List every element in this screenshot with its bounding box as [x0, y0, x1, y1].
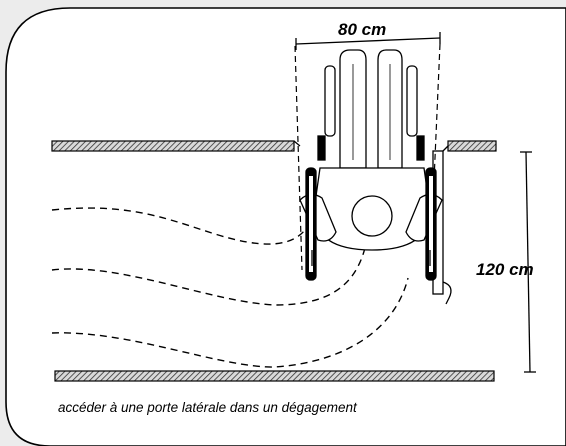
diagram-caption: accéder à une porte latérale dans un dég…	[58, 400, 358, 415]
width-dimension-line	[295, 32, 441, 50]
upper-wall-right	[447, 140, 497, 152]
depth-dimension-line	[520, 151, 536, 373]
upper-wall-left	[51, 140, 301, 152]
lower-wall	[54, 370, 495, 382]
movement-paths	[51, 207, 409, 368]
width-dimension-label: 80 cm	[338, 20, 386, 39]
depth-dimension-label: 120 cm	[476, 260, 534, 279]
wheelchair-icon	[299, 49, 443, 281]
